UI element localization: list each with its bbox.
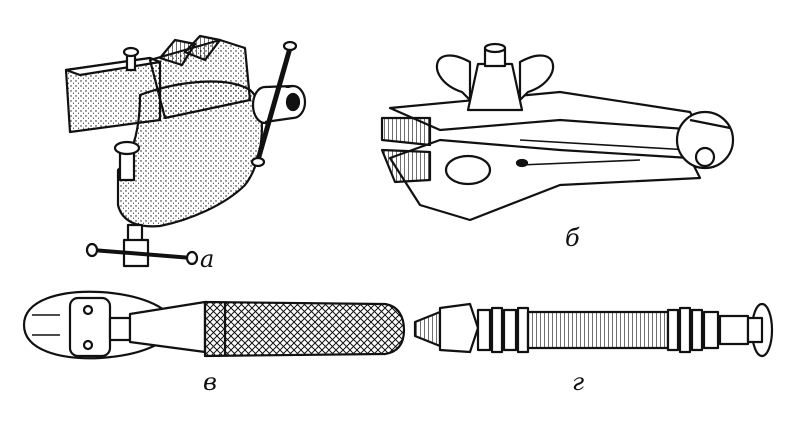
hand-vise-icon xyxy=(380,42,735,222)
pin-vise-chuck-icon xyxy=(413,302,774,358)
panel-label-a: а xyxy=(200,245,215,273)
bench-vise-icon xyxy=(64,34,307,268)
pin-vise-knurled-icon xyxy=(22,290,406,360)
panel-label-b: б xyxy=(565,224,580,252)
panel-label-g: г xyxy=(572,368,585,396)
panel-label-v: в xyxy=(203,368,217,396)
